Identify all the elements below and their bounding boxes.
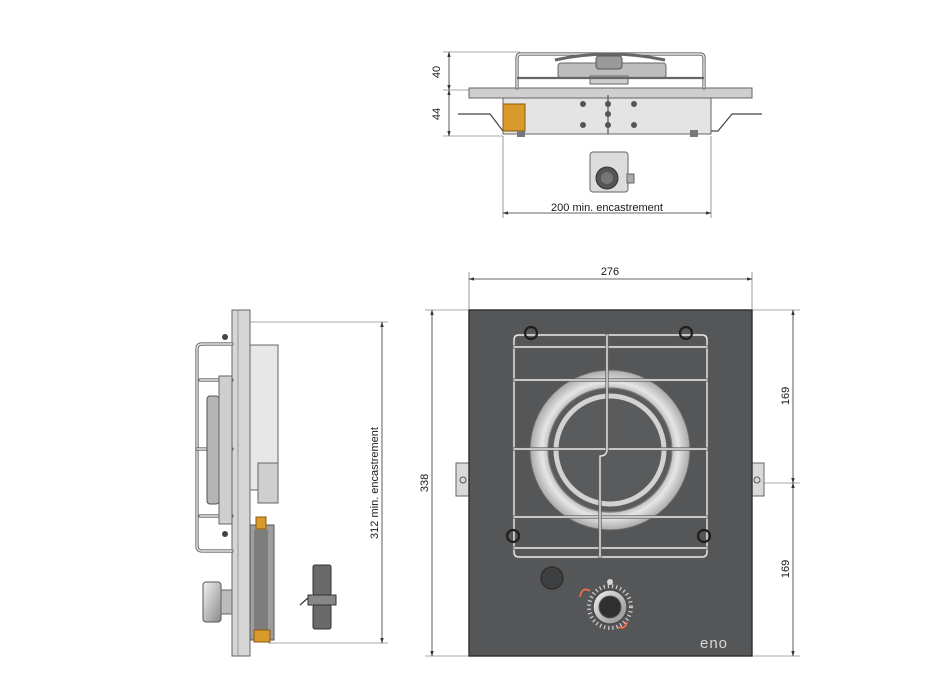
knob-indicator-icon — [607, 579, 613, 585]
gas-inlet-fitting — [502, 103, 526, 132]
dim-cutout-height: 312 min. encastrement — [369, 427, 381, 539]
side-elevation-view: 312 min. encastrement — [195, 309, 388, 657]
fixing-tab-left — [455, 462, 471, 497]
dim-height: 338 — [419, 474, 431, 492]
knob-side-view — [589, 151, 635, 193]
plan-view: eno 276 338 169 169 — [419, 266, 800, 657]
dim-cutout-depth: 200 min. encastrement — [551, 202, 663, 214]
front-elevation-view: 40 44 200 min. encastrement — [431, 51, 762, 218]
gas-connector — [299, 564, 337, 630]
dim-half-height-top: 169 — [780, 387, 792, 405]
dim-height-below-top: 44 — [431, 108, 443, 120]
brand-logo: eno — [700, 635, 728, 652]
control-knob[interactable] — [579, 579, 633, 630]
bracket — [257, 462, 279, 504]
dim-half-height-bottom: 169 — [780, 560, 792, 578]
dim-height-above-top: 40 — [431, 66, 443, 78]
igniter-button[interactable] — [540, 566, 564, 590]
pan-support-grid — [505, 325, 712, 559]
dim-width: 276 — [601, 266, 619, 278]
